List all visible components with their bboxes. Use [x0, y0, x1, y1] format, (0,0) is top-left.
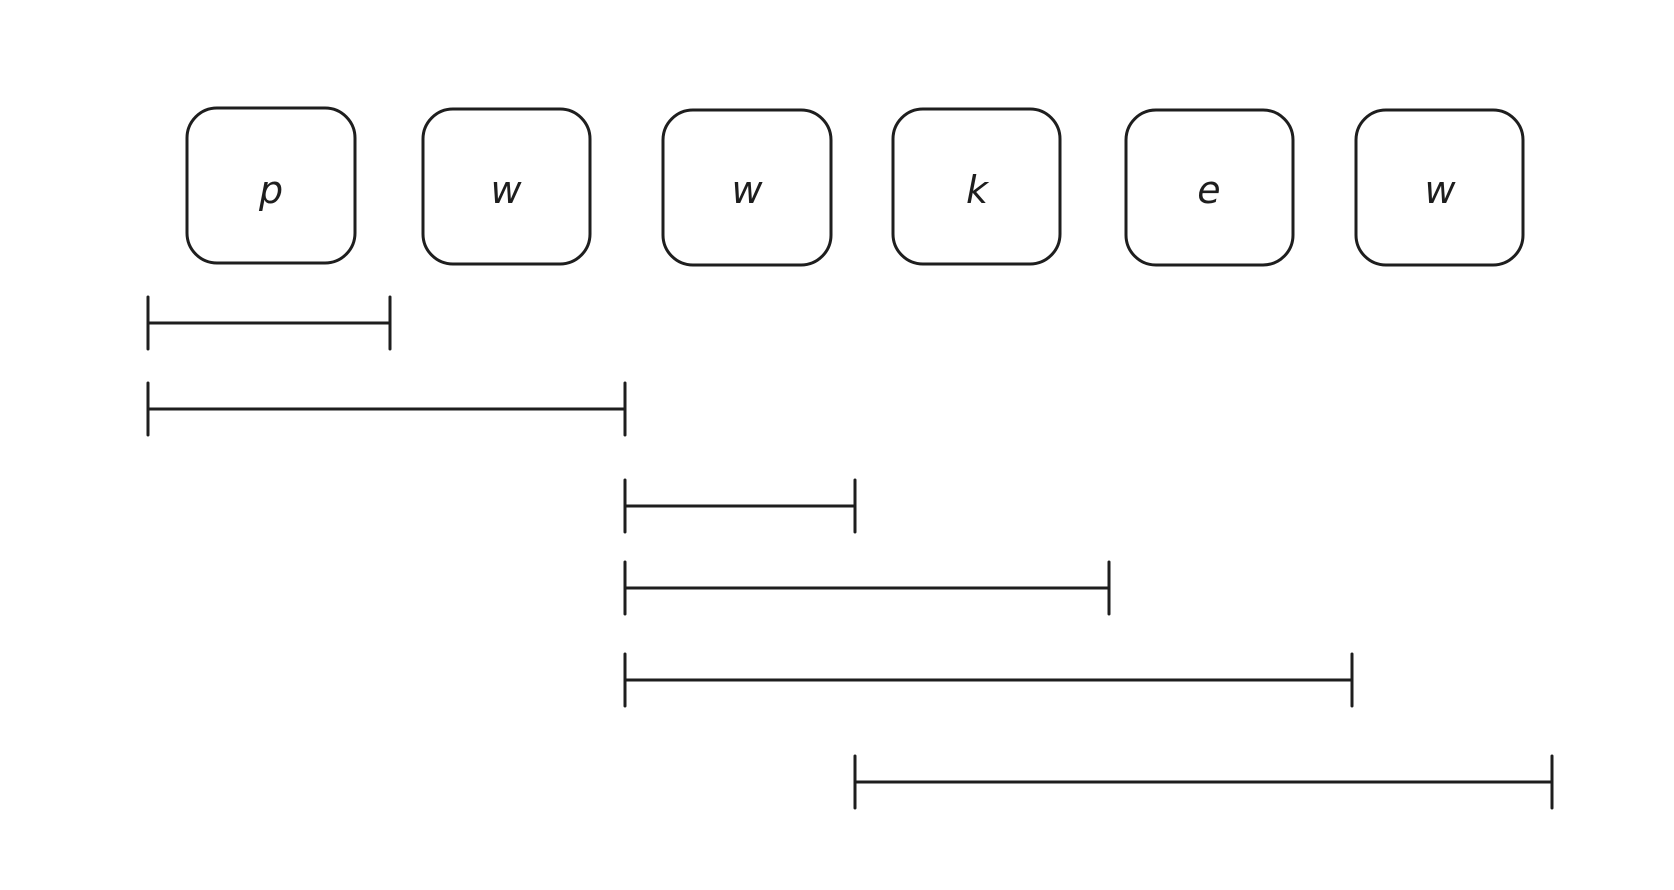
char-cell: w: [1354, 108, 1525, 267]
cell-box: [661, 108, 833, 267]
cell-box: [1354, 108, 1525, 267]
cell-char: p: [258, 168, 283, 212]
cell-box: [1124, 108, 1295, 267]
window-range-bar: [623, 652, 1354, 708]
cell-char: w: [1424, 168, 1456, 212]
cell-char: e: [1197, 168, 1220, 212]
window-range-bar: [853, 754, 1554, 810]
window-range-bar: [146, 295, 392, 351]
char-cell: p: [185, 106, 357, 265]
cell-char: w: [731, 168, 763, 212]
cell-char: k: [966, 168, 990, 212]
character-cells: p w w k e w: [185, 106, 1525, 267]
char-cell: w: [421, 107, 592, 266]
char-cell: e: [1124, 108, 1295, 267]
window-range-bar: [623, 478, 857, 534]
cell-box: [421, 107, 592, 266]
char-cell: w: [661, 108, 833, 267]
window-range-bar: [146, 381, 627, 437]
window-ranges: [146, 295, 1554, 810]
window-range-bar: [623, 560, 1111, 616]
cell-box: [185, 106, 357, 265]
cell-box: [891, 107, 1062, 266]
char-cell: k: [891, 107, 1062, 266]
cell-char: w: [490, 168, 522, 212]
